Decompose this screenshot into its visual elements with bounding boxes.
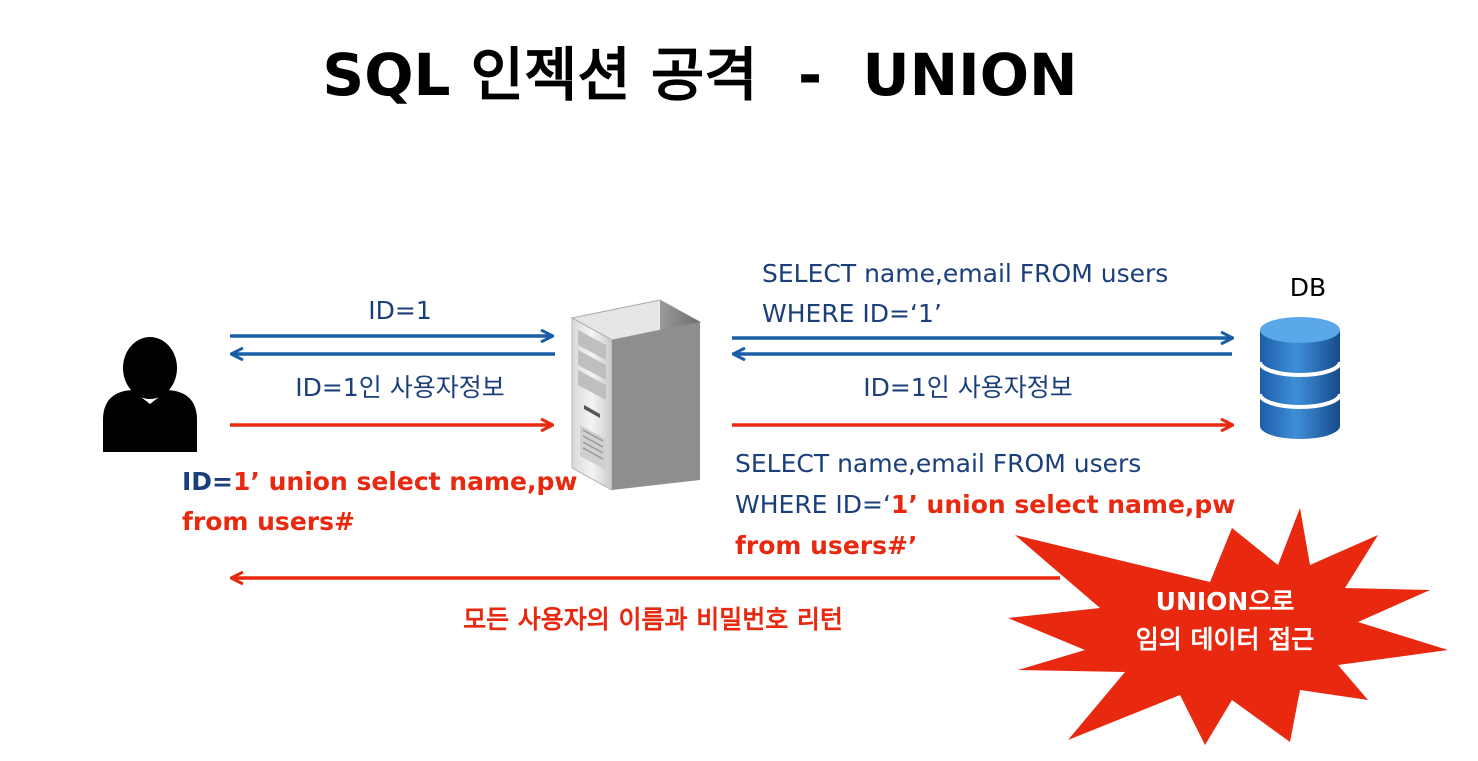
starburst-shape [1008, 508, 1448, 745]
query-line-1: SELECT name,email FROM users [762, 259, 1168, 288]
attack-query-prefix: WHERE ID=‘ [735, 490, 891, 519]
attack-input-prefix: ID= [182, 467, 233, 496]
server-icon [570, 299, 702, 491]
attack-query-line-3: from users#’ [735, 531, 917, 560]
query-line-2: WHERE ID=‘1’ [762, 299, 942, 328]
result-label: 모든 사용자의 이름과 비밀번호 리턴 [463, 605, 843, 634]
attack-input-line-2: from users# [182, 507, 355, 536]
callout-line-2: 임의 데이터 접근 [1136, 625, 1314, 654]
attack-query-payload: 1’ union select name,pw [891, 490, 1235, 519]
attack-query-line-1: SELECT name,email FROM users [735, 449, 1141, 478]
user-icon [103, 337, 197, 452]
request-label: ID=1 [368, 296, 431, 325]
database-icon [1258, 317, 1342, 439]
page-title: SQL 인젝션 공격 - UNION [322, 41, 1077, 109]
db-label: DB [1290, 273, 1326, 302]
starburst-callout: UNION으로 임의 데이터 접근 [1008, 508, 1448, 745]
attack-query-line-2: WHERE ID=‘1’ union select name,pw [735, 490, 1235, 519]
response-label: ID=1인 사용자정보 [295, 373, 504, 402]
callout-line-1: UNION으로 [1156, 587, 1295, 616]
attack-input-payload: 1’ union select name,pw [233, 467, 577, 496]
query-line-2-value: 1 [918, 299, 934, 328]
db-response-label: ID=1인 사용자정보 [863, 373, 1072, 402]
query-line-2-suffix: ’ [934, 299, 942, 328]
query-line-2-prefix: WHERE ID=‘ [762, 299, 918, 328]
attack-input-line-1: ID=1’ union select name,pw [182, 467, 577, 496]
